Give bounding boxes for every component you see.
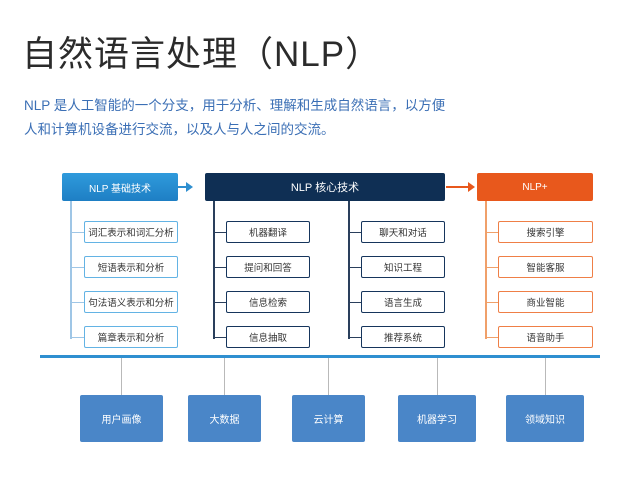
branch-core-right-4: [348, 337, 361, 338]
leaf-basic-2-label: 短语表示和分析: [97, 263, 165, 274]
leaf-core-left-1-label: 机器翻译: [248, 228, 287, 239]
foundation-box-2-label: 大数据: [209, 415, 240, 426]
leaf-core-right-2-label: 知识工程: [383, 263, 422, 274]
leaf-core-left-4: 信息抽取: [226, 326, 310, 348]
leaf-core-left-2: 提问和回答: [226, 256, 310, 278]
branch-plus-4: [485, 337, 498, 338]
branch-plus-1: [485, 232, 498, 233]
branch-core-left-3: [213, 302, 226, 303]
spine-core-right: [348, 201, 350, 339]
leaf-basic-4-label: 篇章表示和分析: [97, 333, 165, 344]
leaf-plus-4-label: 语音助手: [526, 333, 565, 344]
riser-foundation-2: [224, 358, 225, 395]
branch-basic-4: [70, 337, 84, 338]
foundation-box-4: 机器学习: [398, 395, 476, 442]
leaf-plus-2-label: 智能客服: [526, 263, 565, 274]
foundation-box-4-label: 机器学习: [417, 415, 457, 426]
leaf-basic-4: 篇章表示和分析: [84, 326, 178, 348]
header-nlp-plus: NLP+: [477, 173, 593, 201]
arrow-core-to-plus-icon: [468, 182, 475, 192]
leaf-core-right-1: 聊天和对话: [361, 221, 445, 243]
header-nlp-basic: NLP 基础技术: [62, 173, 178, 201]
header-nlp-basic-label: NLP 基础技术: [88, 183, 152, 195]
leaf-core-right-2: 知识工程: [361, 256, 445, 278]
leaf-core-left-1: 机器翻译: [226, 221, 310, 243]
page-title: 自然语言处理（NLP）: [22, 35, 382, 74]
foundation-box-1-label: 用户画像: [101, 415, 142, 426]
connector-core-to-plus: [446, 186, 468, 188]
leaf-core-right-4: 推荐系统: [361, 326, 445, 348]
branch-core-right-2: [348, 267, 361, 268]
header-nlp-plus-label: NLP+: [522, 181, 548, 193]
branch-core-right-3: [348, 302, 361, 303]
leaf-basic-1-label: 词汇表示和词汇分析: [88, 228, 174, 239]
leaf-plus-4: 语音助手: [498, 326, 593, 348]
branch-core-left-1: [213, 232, 226, 233]
leaf-core-left-3-label: 信息检索: [248, 298, 287, 309]
foundation-box-3: 云计算: [292, 395, 365, 442]
connector-basic-to-core: [178, 186, 188, 188]
spine-basic: [70, 201, 72, 339]
branch-core-left-2: [213, 267, 226, 268]
riser-foundation-1: [121, 358, 122, 395]
foundation-box-2: 大数据: [188, 395, 261, 442]
leaf-core-right-4-label: 推荐系统: [383, 333, 422, 344]
leaf-plus-1: 搜索引擎: [498, 221, 593, 243]
header-nlp-core-label: NLP 核心技术: [290, 182, 360, 194]
branch-basic-1: [70, 232, 84, 233]
riser-foundation-3: [328, 358, 329, 395]
branch-core-right-1: [348, 232, 361, 233]
arrow-basic-to-core-icon: [186, 182, 193, 192]
leaf-plus-3: 商业智能: [498, 291, 593, 313]
leaf-core-left-3: 信息检索: [226, 291, 310, 313]
header-nlp-core: NLP 核心技术: [205, 173, 445, 201]
riser-foundation-5: [545, 358, 546, 395]
leaf-basic-3: 句法语义表示和分析: [84, 291, 178, 313]
foundation-box-3-label: 云计算: [313, 415, 344, 426]
foundation-box-5-label: 领域知识: [525, 415, 565, 426]
leaf-basic-2: 短语表示和分析: [84, 256, 178, 278]
foundation-baseline: [40, 355, 600, 358]
leaf-basic-3-label: 句法语义表示和分析: [88, 298, 174, 309]
foundation-box-1: 用户画像: [80, 395, 163, 442]
foundation-box-5: 领域知识: [506, 395, 584, 442]
leaf-basic-1: 词汇表示和词汇分析: [84, 221, 178, 243]
branch-basic-3: [70, 302, 84, 303]
spine-plus: [485, 201, 487, 339]
branch-plus-2: [485, 267, 498, 268]
branch-core-left-4: [213, 337, 226, 338]
leaf-plus-2: 智能客服: [498, 256, 593, 278]
leaf-core-right-3-label: 语言生成: [383, 298, 422, 309]
leaf-core-left-2-label: 提问和回答: [244, 263, 292, 274]
leaf-plus-1-label: 搜索引擎: [526, 228, 565, 239]
branch-plus-3: [485, 302, 498, 303]
branch-basic-2: [70, 267, 84, 268]
spine-core-left: [213, 201, 215, 339]
leaf-core-right-1-label: 聊天和对话: [379, 228, 427, 239]
leaf-core-right-3: 语言生成: [361, 291, 445, 313]
leaf-core-left-4-label: 信息抽取: [248, 333, 287, 344]
page-subtitle: NLP 是人工智能的一个分支，用于分析、理解和生成自然语言，以方便人和计算机设备…: [24, 98, 446, 137]
leaf-plus-3-label: 商业智能: [526, 298, 565, 309]
riser-foundation-4: [437, 358, 438, 395]
